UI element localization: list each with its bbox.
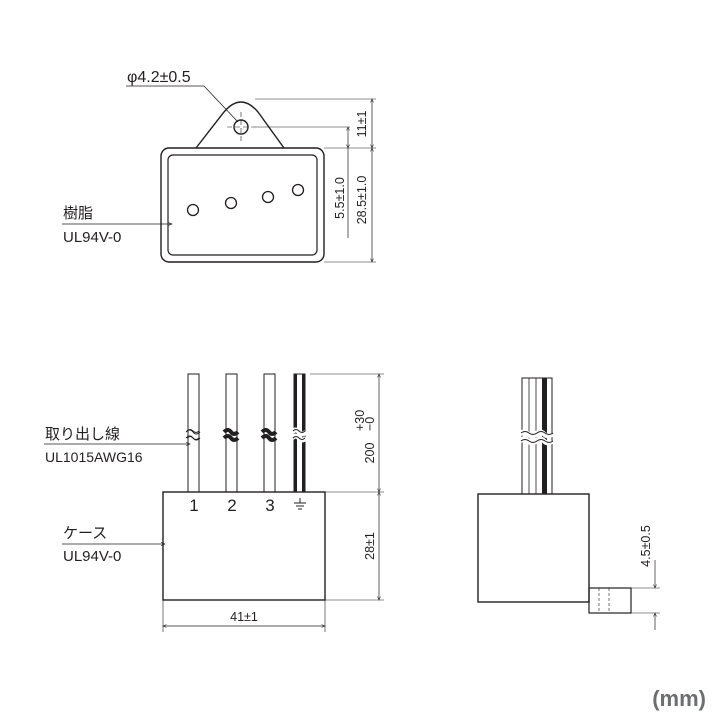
side-mounting-tab [588,587,632,614]
terminal-pin [224,196,238,210]
pin-label-2: 2 [227,496,236,515]
lead-length-tolerance-minus: −0 [363,417,377,431]
mounting-tab-outline [195,101,285,149]
case-label: ケース [63,525,107,542]
lead-wire-1 [185,373,201,493]
pin-label-1: 1 [189,496,198,515]
lead-length-dimension: 200 [363,443,377,464]
material-label: 樹脂 [63,205,93,222]
resin-body-outer [160,147,325,263]
lead-wire-2 [222,373,240,493]
unit-label: (mm) [652,686,706,711]
top-view: φ4.2±0.5 11±1 5.5±1.0 28.5±1.0 樹脂 UL94V-… [62,69,376,263]
terminal-pin [186,203,200,217]
lead-wire-ground [290,373,308,493]
tab-thickness-dimension: 4.5±0.5 [639,525,653,567]
case-grade: UL94V-0 [63,548,121,565]
pin-label-3: 3 [265,496,274,515]
material-grade: UL94V-0 [63,229,121,246]
lead-wire-3 [260,373,278,493]
pin-offset-dimension: 5.5±1.0 [333,177,347,219]
hole-dimension-label: φ4.2±0.5 [127,69,191,86]
tab-height-dimension: 11±1 [355,111,369,138]
body-height-dimension: 28.5±1.0 [355,176,369,225]
lead-spec: UL1015AWG16 [45,449,143,465]
lead-label: 取り出し線 [45,426,120,443]
case-height-dimension: 28±1 [363,532,377,560]
terminal-pin [261,190,275,204]
case-body [162,491,326,601]
case-width-dimension: 41±1 [230,610,258,624]
side-view: 4.5±0.5 [477,377,660,630]
resin-body-inner [167,154,318,256]
side-case-body [477,493,590,603]
ground-icon [294,498,306,510]
front-view: 1 2 3 取り出し線 UL1015AWG16 ケース UL94V-0 200 … [44,374,384,632]
lead-length-tolerance-plus: +30 [353,410,367,431]
terminal-pin [291,183,305,197]
